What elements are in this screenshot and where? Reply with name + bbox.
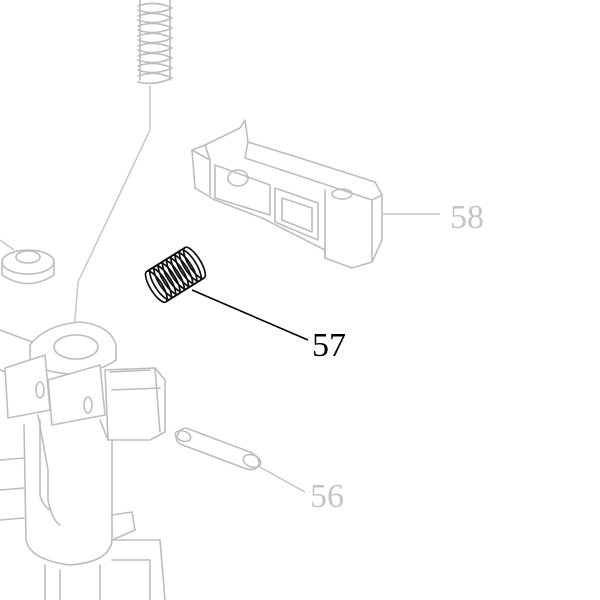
part-57-leader: [191, 289, 309, 341]
part-57-spring: [144, 246, 207, 304]
top-spring: [137, 0, 173, 85]
top-spring-leader: [71, 86, 151, 356]
part-57-callout: 57: [312, 327, 346, 364]
part-56-callout: 56: [310, 478, 344, 515]
washer: [0, 239, 55, 285]
part-58-callout: 58: [450, 199, 484, 236]
part-58-housing: [191, 119, 383, 269]
main-body-assembly: [0, 321, 166, 600]
part-56-leader: [257, 465, 306, 493]
part-56-pin: [174, 427, 262, 471]
